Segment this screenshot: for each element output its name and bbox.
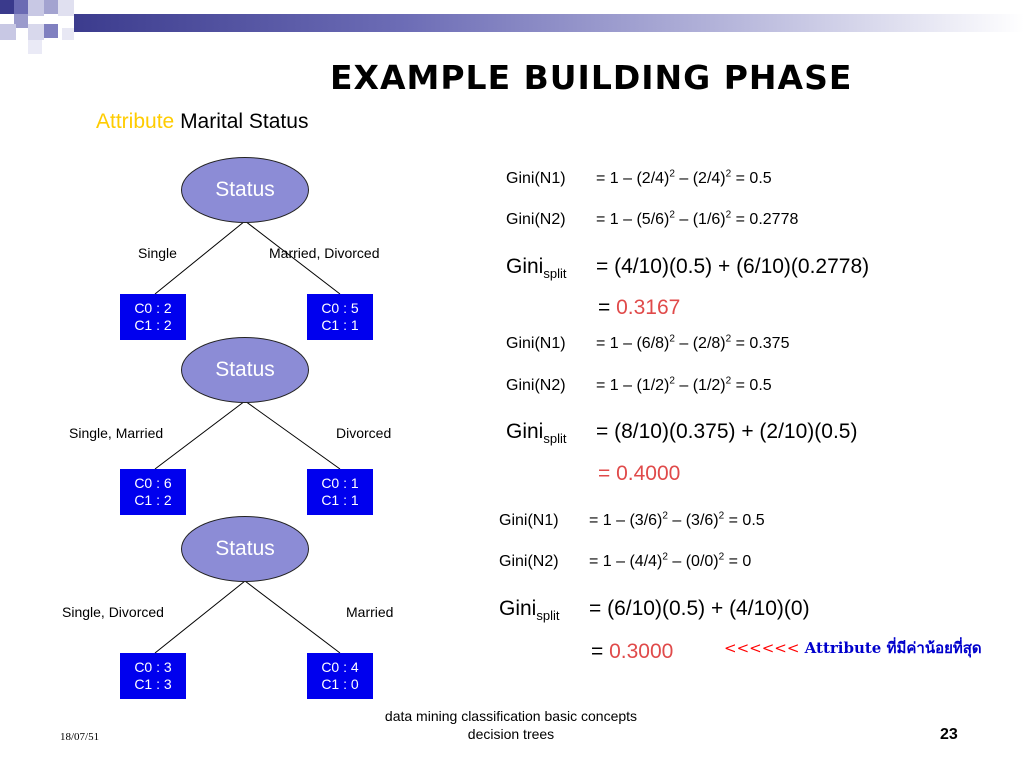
gini-n1-label: Gini(N1) xyxy=(506,170,566,187)
gini-n1-formula: = 1 – (3/6)2 – (3/6)2 = 0.5 xyxy=(589,510,765,529)
slide-title: Example Building Phase xyxy=(330,58,853,97)
status-node-3: Status xyxy=(181,516,309,582)
branch-label-married-divorced: Married, Divorced xyxy=(269,245,380,261)
gini-split-formula: = (6/10)(0.5) + (4/10)(0) xyxy=(589,597,810,620)
min-attribute-note: <<<<<< Attribute ที่มีค่าน้อยที่สุด xyxy=(724,636,982,660)
gini-n2-label: Gini(N2) xyxy=(506,211,566,228)
status-node-1: Status xyxy=(181,157,309,223)
leaf-c0: C0 : 5 xyxy=(321,300,359,316)
leaf-c0: C0 : 1 xyxy=(321,475,359,491)
gini-split-result: = 0.3167 xyxy=(598,296,681,319)
leaf-c1: C1 : 0 xyxy=(321,676,359,692)
leaf-c0: C0 : 3 xyxy=(134,659,172,675)
page-number: 23 xyxy=(940,726,958,743)
leaf-node: C0 : 4 C1 : 0 xyxy=(307,653,373,699)
leaf-node: C0 : 3 C1 : 3 xyxy=(120,653,186,699)
slide-date: 18/07/51 xyxy=(60,731,100,743)
leaf-c1: C1 : 2 xyxy=(134,317,172,333)
gini-n2-label: Gini(N2) xyxy=(506,377,566,394)
gini-n2-formula: = 1 – (4/4)2 – (0/0)2 = 0 xyxy=(589,551,752,570)
branch-label-single: Single xyxy=(138,245,177,261)
attribute-value: Marital Status xyxy=(180,110,309,133)
gini-split-label: Ginisplit xyxy=(499,597,560,624)
leaf-c0: C0 : 6 xyxy=(134,475,172,491)
leaf-c0: C0 : 4 xyxy=(321,659,359,675)
leaf-c0: C0 : 2 xyxy=(134,300,172,316)
gini-split-label: Ginisplit xyxy=(506,255,567,282)
attribute-word: Attribute xyxy=(96,110,175,133)
gini-split-formula: = (8/10)(0.375) + (2/10)(0.5) xyxy=(596,420,858,443)
arrow-marks: <<<<<< xyxy=(724,639,800,657)
branch-label-married: Married xyxy=(346,604,394,620)
gini-n2-formula: = 1 – (5/6)2 – (1/6)2 = 0.2778 xyxy=(596,209,799,228)
branch-label-divorced: Divorced xyxy=(336,425,392,441)
slide-footer: data mining classification basic concept… xyxy=(384,708,638,742)
status-node-2: Status xyxy=(181,337,309,403)
leaf-node: C0 : 1 C1 : 1 xyxy=(307,469,373,515)
leaf-node: C0 : 5 C1 : 1 xyxy=(307,294,373,340)
leaf-c1: C1 : 1 xyxy=(321,492,359,508)
gini-n1-formula: = 1 – (2/4)2 – (2/4)2 = 0.5 xyxy=(596,168,772,187)
leaf-node: C0 : 2 C1 : 2 xyxy=(120,294,186,340)
gini-n2-label: Gini(N2) xyxy=(499,553,559,570)
leaf-c1: C1 : 1 xyxy=(321,317,359,333)
gini-n1-formula: = 1 – (6/8)2 – (2/8)2 = 0.375 xyxy=(596,333,790,352)
leaf-c1: C1 : 2 xyxy=(134,492,172,508)
slide-subtitle: Attribute Marital Status xyxy=(96,110,308,134)
gini-n2-formula: = 1 – (1/2)2 – (1/2)2 = 0.5 xyxy=(596,375,772,394)
gini-n1-label: Gini(N1) xyxy=(506,335,566,352)
note-attribute: Attribute xyxy=(804,639,882,657)
gini-split-formula: = (4/10)(0.5) + (6/10)(0.2778) xyxy=(596,255,870,278)
gini-split-label: Ginisplit xyxy=(506,420,567,447)
branch-label-single-married: Single, Married xyxy=(69,425,164,441)
branch-label-single-divorced: Single, Divorced xyxy=(62,604,164,620)
gini-split-result: = 0.4000 xyxy=(598,462,681,485)
gini-split-result: = 0.3000 xyxy=(591,640,674,663)
gini-n1-label: Gini(N1) xyxy=(499,512,559,529)
leaf-node: C0 : 6 C1 : 2 xyxy=(120,469,186,515)
leaf-c1: C1 : 3 xyxy=(134,676,172,692)
note-thai: ที่มีค่าน้อยที่สุด xyxy=(886,639,982,657)
